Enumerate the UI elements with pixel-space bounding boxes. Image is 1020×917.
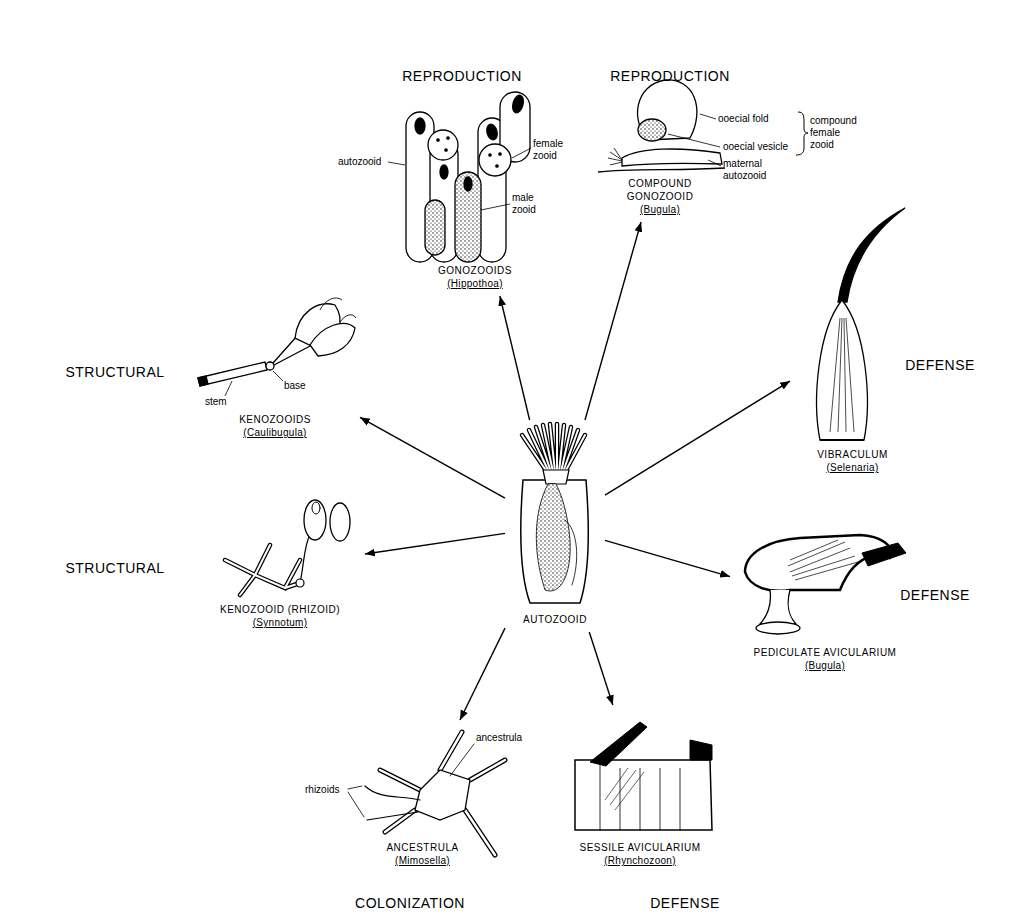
genus-name: (Mimosella) bbox=[340, 854, 505, 867]
genus-name: (Caulibugula) bbox=[190, 426, 360, 439]
part-label: stem bbox=[205, 396, 227, 408]
polymorph-name: ANCESTRULA bbox=[340, 841, 505, 854]
part-label: ooecial fold bbox=[718, 113, 769, 125]
autozooid-drawing bbox=[521, 424, 588, 603]
part-label: base bbox=[284, 380, 306, 392]
polymorph-name: GONOZOOIDS bbox=[395, 264, 555, 277]
part-label: female zooid bbox=[533, 138, 573, 162]
derivation-arrow bbox=[585, 222, 641, 420]
polymorph-name: SESSILE AVICULARIUM bbox=[555, 841, 725, 854]
caption-block: ANCESTRULA(Mimosella) bbox=[340, 841, 505, 867]
genus-name: (Bugula) bbox=[614, 203, 706, 216]
derivation-arrow bbox=[605, 381, 790, 495]
derivation-arrow bbox=[500, 296, 530, 420]
genus-name: (Rhynchozoon) bbox=[555, 854, 725, 867]
part-label: rhizoids bbox=[305, 784, 339, 796]
polymorph-node: KENOZOOIDS(Caulibugula) bbox=[190, 295, 360, 445]
polymorph-name: KENOZOOIDS bbox=[190, 413, 360, 426]
function-category: DEFENSE bbox=[650, 895, 720, 911]
part-label: male zooid bbox=[512, 192, 546, 216]
genus-name: (Synnotum) bbox=[195, 616, 365, 629]
caption-block: KENOZOOID (RHIZOID)(Synnotum) bbox=[195, 603, 365, 629]
polymorph-name: PEDICULATE AVICULARIUM bbox=[730, 646, 920, 659]
part-label: autozooid bbox=[338, 156, 381, 168]
caption-block: GONOZOOIDS(Hippothoa) bbox=[395, 264, 555, 290]
polymorph-node: KENOZOOID (RHIZOID)(Synnotum) bbox=[195, 498, 365, 635]
derivation-arrow bbox=[360, 417, 505, 498]
function-category: REPRODUCTION bbox=[610, 68, 730, 84]
function-category: COLONIZATION bbox=[355, 895, 465, 911]
function-category: STRUCTURAL bbox=[65, 560, 164, 576]
kenozooid-stem-drawing bbox=[198, 298, 356, 396]
function-category: DEFENSE bbox=[905, 357, 975, 373]
caption-block: PEDICULATE AVICULARIUM(Bugula) bbox=[730, 646, 920, 672]
function-category: STRUCTURAL bbox=[65, 364, 164, 380]
pediculate-avicularium-drawing bbox=[745, 535, 906, 634]
caption-block: SESSILE AVICULARIUM(Rhynchozoon) bbox=[555, 841, 725, 867]
polymorph-node: AUTOZOOID bbox=[505, 420, 605, 632]
rhizoid-drawing bbox=[225, 500, 350, 595]
derivation-arrow bbox=[589, 632, 613, 705]
polymorph-name: AUTOZOOID bbox=[505, 613, 605, 626]
genus-name: (Bugula) bbox=[730, 659, 920, 672]
function-category: DEFENSE bbox=[900, 587, 970, 603]
function-category: REPRODUCTION bbox=[402, 68, 522, 84]
ooecium-drawing bbox=[598, 80, 808, 172]
polymorph-name: KENOZOOID (RHIZOID) bbox=[195, 603, 365, 616]
derivation-arrow bbox=[460, 628, 505, 720]
ancestrula-drawing bbox=[348, 732, 505, 855]
caption-block: VIBRACULUM(Selenaria) bbox=[790, 448, 915, 474]
polymorph-node: PEDICULATE AVICULARIUM(Bugula) bbox=[730, 530, 920, 678]
part-label: maternal autozooid bbox=[723, 158, 779, 182]
genus-name: (Selenaria) bbox=[790, 461, 915, 474]
part-label: compound female zooid bbox=[810, 115, 862, 151]
sessile-avicularium-drawing bbox=[575, 722, 712, 830]
polymorph-name: VIBRACULUM bbox=[790, 448, 915, 461]
part-label: ancestrula bbox=[476, 732, 522, 744]
polymorph-node: COMPOUND GONOZOOID(Bugula) bbox=[590, 88, 730, 222]
derivation-arrow bbox=[605, 540, 730, 576]
part-label: ooecial vesicle bbox=[723, 141, 788, 153]
caption-block: COMPOUND GONOZOOID(Bugula) bbox=[614, 177, 706, 216]
polymorph-node: SESSILE AVICULARIUM(Rhynchozoon) bbox=[555, 705, 725, 873]
vibraculum-drawing bbox=[817, 208, 905, 440]
derivation-arrow bbox=[365, 533, 505, 554]
genus-name: (Hippothoa) bbox=[395, 277, 555, 290]
caption-block: KENOZOOIDS(Caulibugula) bbox=[190, 413, 360, 439]
polymorph-name: COMPOUND GONOZOOID bbox=[614, 177, 706, 203]
caption-block: AUTOZOOID bbox=[505, 613, 605, 626]
polymorph-node: VIBRACULUM(Selenaria) bbox=[790, 205, 915, 480]
gonozooid-drawing bbox=[388, 92, 531, 262]
